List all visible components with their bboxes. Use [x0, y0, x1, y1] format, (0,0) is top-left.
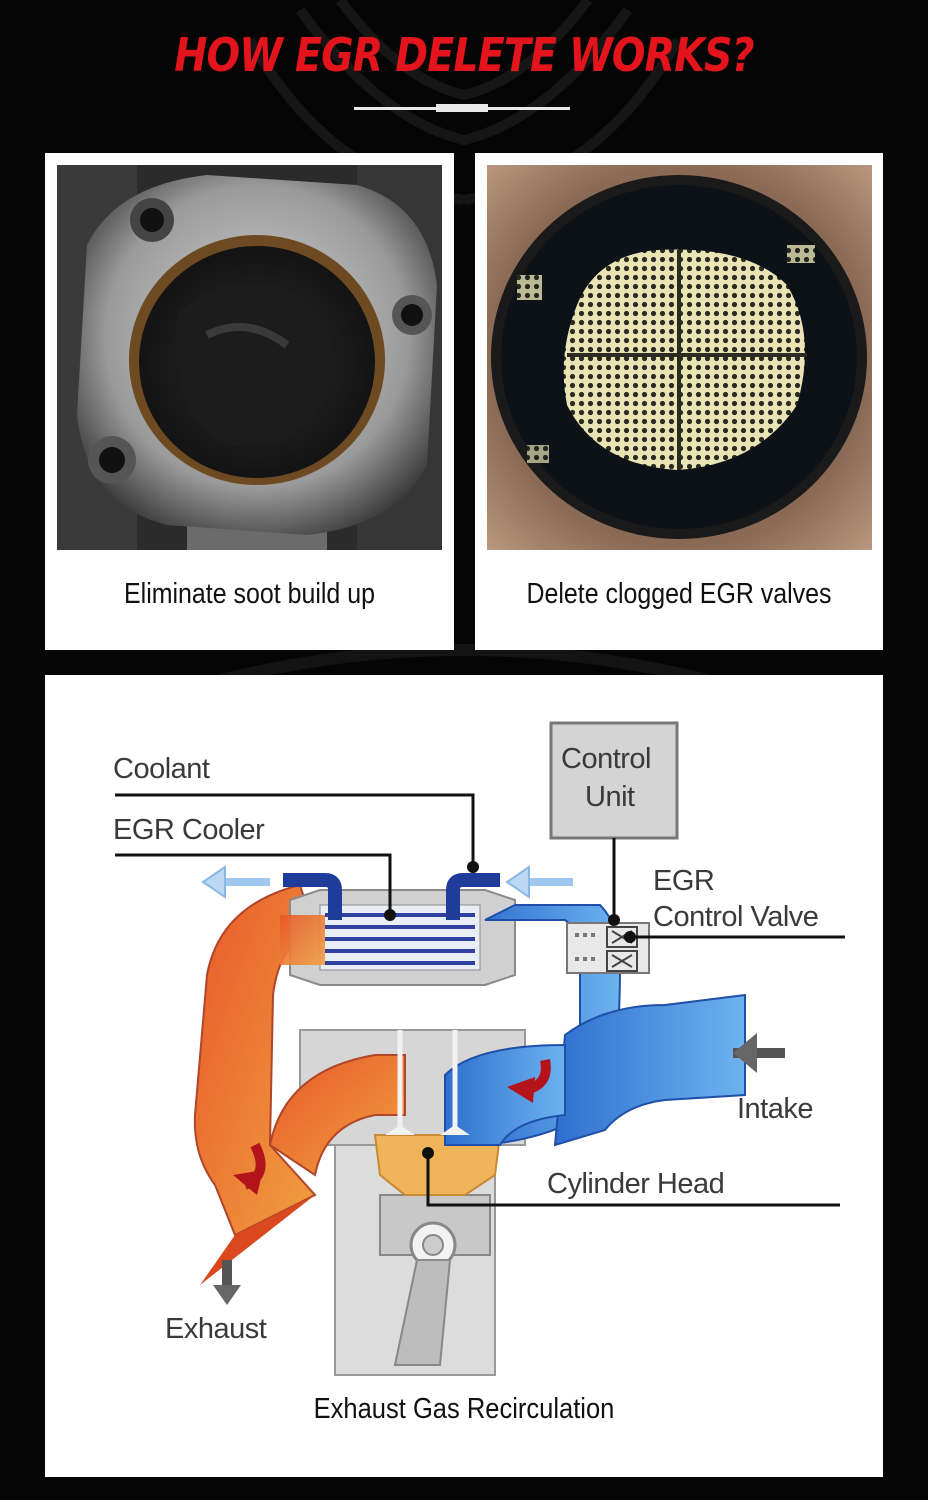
- cylinder-head-label: Cylinder Head: [547, 1168, 725, 1200]
- egr-valve-label-line2: Control Valve: [653, 901, 819, 933]
- egr-diagram-card: Coolant EGR Cooler Control Unit EGR Cont…: [45, 675, 883, 1477]
- page-title: HOW EGR DELETE WORKS?: [174, 28, 754, 82]
- egr-port-soot-photo: [57, 165, 442, 550]
- coolant-label: Coolant: [113, 753, 210, 785]
- clogged-valve-card: Delete clogged EGR valves: [475, 153, 883, 650]
- title-divider: [354, 104, 570, 112]
- control-unit-label-line2: Unit: [585, 781, 635, 813]
- diagram-caption: Exhaust Gas Recirculation: [313, 1393, 615, 1425]
- soot-caption: Eliminate soot build up: [124, 578, 375, 610]
- clogged-valve-caption: Delete clogged EGR valves: [526, 578, 832, 610]
- soot-card: Eliminate soot build up: [45, 153, 454, 650]
- clogged-egr-filter-photo: [487, 165, 872, 550]
- egr-cooler-label: EGR Cooler: [113, 814, 265, 846]
- egr-system-diagram: [115, 721, 845, 1435]
- control-unit-label-line1: Control: [561, 743, 652, 775]
- exhaust-label: Exhaust: [165, 1313, 267, 1345]
- intake-label: Intake: [737, 1093, 814, 1125]
- egr-valve-label-line1: EGR: [653, 865, 715, 897]
